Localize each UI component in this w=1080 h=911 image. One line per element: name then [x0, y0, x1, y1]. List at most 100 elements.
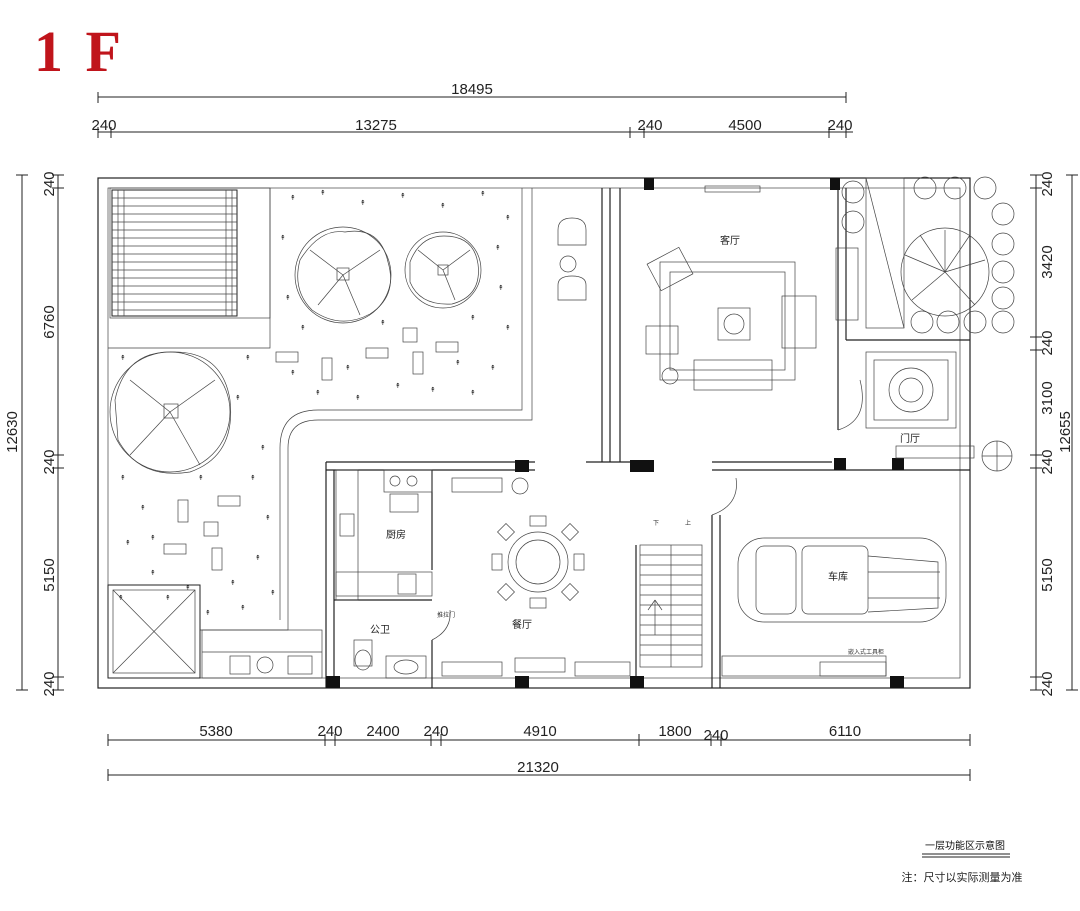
dim-right-seg-5: 240: [1039, 449, 1056, 474]
dim-left-seg-5: 240: [41, 671, 58, 696]
room-label-living: 客厅: [720, 234, 740, 247]
dim-right-seg-4: 3100: [1039, 381, 1056, 414]
right-dimensions: 240 3420 240 3100 240 5150 240 12655: [1030, 171, 1078, 697]
svg-text:↟: ↟: [150, 534, 156, 542]
svg-text:↟: ↟: [285, 294, 291, 302]
label-sliding-door: 推拉门: [437, 611, 455, 619]
dim-top-seg-3: 240: [637, 117, 662, 134]
measurement-note: 注：尺寸以实际测量为准: [902, 870, 1023, 884]
dim-right-seg-7: 240: [1039, 671, 1056, 696]
lounge-chairs: [557, 217, 587, 301]
svg-text:↟: ↟: [470, 389, 476, 397]
tree-icon: [294, 226, 392, 324]
room-label-kitchen: 厨房: [386, 528, 406, 541]
courtyard: ↟↟↟↟ ↟↟↟↟ ↟↟↟↟ ↟↟↟↟ ↟↟↟↟ ↟↟↟↟ ↟↟↟↟ ↟↟↟↟ …: [107, 187, 533, 679]
dim-left-seg-1: 240: [41, 171, 58, 196]
room-label-dining: 餐厅: [512, 618, 532, 631]
tree-icon: [404, 231, 482, 309]
svg-text:↟: ↟: [150, 569, 156, 577]
svg-text:↟: ↟: [245, 354, 251, 362]
dim-left-seg-4: 5150: [41, 558, 58, 591]
dim-left-overall: 12630: [4, 411, 21, 453]
svg-text:↟: ↟: [505, 214, 511, 222]
dim-bottom-seg-8: 6110: [829, 723, 861, 740]
svg-text:↟: ↟: [315, 389, 321, 397]
svg-text:↟: ↟: [355, 394, 361, 402]
svg-text:↟: ↟: [495, 244, 501, 252]
svg-text:↟: ↟: [205, 609, 211, 617]
svg-text:↟: ↟: [505, 324, 511, 332]
svg-text:↟: ↟: [290, 194, 296, 202]
svg-text:↟: ↟: [250, 474, 256, 482]
svg-text:↟: ↟: [480, 190, 486, 198]
svg-text:↟: ↟: [345, 364, 351, 372]
svg-text:↟: ↟: [400, 192, 406, 200]
dim-top-seg-2: 13275: [355, 117, 397, 134]
svg-text:↟: ↟: [120, 354, 126, 362]
public-bathroom: [353, 639, 427, 679]
dim-top-overall: 18495: [451, 81, 493, 98]
dim-bottom-seg-7: 240: [703, 727, 728, 744]
exterior-walls: [97, 177, 971, 689]
svg-text:↟: ↟: [125, 539, 131, 547]
dim-left-seg-3: 240: [41, 449, 58, 474]
dim-bottom-seg-6: 1800: [658, 723, 691, 740]
dim-top-seg-5: 240: [827, 117, 852, 134]
svg-text:↟: ↟: [235, 394, 241, 402]
living-room: [645, 177, 905, 391]
dim-left-seg-2: 6760: [41, 305, 58, 338]
svg-text:↟: ↟: [255, 554, 261, 562]
lawn-grass: ↟↟↟↟ ↟↟↟↟ ↟↟↟↟ ↟↟↟↟ ↟↟↟↟ ↟↟↟↟ ↟↟↟↟ ↟↟↟↟ …: [118, 189, 511, 617]
dim-bottom-seg-1: 5380: [199, 723, 232, 740]
dim-right-seg-6: 5150: [1039, 558, 1056, 591]
dim-bottom-seg-5: 4910: [523, 723, 556, 740]
svg-text:↟: ↟: [230, 579, 236, 587]
svg-text:↟: ↟: [165, 594, 171, 602]
svg-text:↟: ↟: [455, 359, 461, 367]
dim-top-seg-1: 240: [91, 117, 116, 134]
room-label-garage: 车库: [828, 570, 848, 583]
dim-bottom-seg-2: 240: [317, 723, 342, 740]
dim-bottom-seg-4: 240: [423, 723, 448, 740]
svg-text:↟: ↟: [470, 314, 476, 322]
room-label-foyer: 门厅: [900, 432, 920, 445]
structural-columns: [326, 178, 904, 688]
svg-text:↟: ↟: [430, 386, 436, 394]
svg-text:↟: ↟: [260, 444, 266, 452]
dim-right-seg-2: 3420: [1039, 245, 1056, 278]
svg-text:↟: ↟: [198, 474, 204, 482]
dim-bottom-overall: 21320: [517, 759, 559, 776]
tree-icon: [109, 351, 232, 474]
dim-right-seg-3: 240: [1039, 330, 1056, 355]
label-garage-note: 嵌入式工具柜: [848, 648, 884, 656]
svg-text:↟: ↟: [270, 589, 276, 597]
svg-text:↟: ↟: [265, 514, 271, 522]
label-upstairs: 上: [685, 519, 691, 527]
dim-right-seg-1: 240: [1039, 171, 1056, 196]
svg-text:↟: ↟: [395, 382, 401, 390]
svg-text:↟: ↟: [320, 189, 326, 197]
top-dimensions: 18495 240 13275 240 4500 240: [91, 81, 853, 138]
dim-bottom-seg-3: 2400: [366, 723, 399, 740]
svg-text:↟: ↟: [440, 202, 446, 210]
left-dimensions: 12630 240 6760 240 5150 240: [4, 171, 64, 697]
shrubs: [841, 176, 1015, 472]
label-downstairs: 下: [653, 520, 659, 527]
floor-title: 1 F: [34, 19, 125, 84]
foyer: [837, 351, 975, 459]
svg-text:↟: ↟: [300, 324, 306, 332]
svg-text:↟: ↟: [380, 319, 386, 327]
room-label-bathroom: 公卫: [370, 625, 390, 636]
stepping-stones: [163, 327, 459, 571]
bottom-dimensions: 5380 240 2400 240 4910 1800 240 6110 213…: [107, 723, 971, 781]
dining-room: [431, 515, 631, 677]
svg-text:↟: ↟: [185, 584, 191, 592]
plan-caption: 一层功能区示意图: [925, 839, 1005, 852]
pergola-slats: [112, 190, 237, 316]
svg-text:↟: ↟: [240, 604, 246, 612]
garage: [721, 537, 947, 677]
svg-text:↟: ↟: [360, 199, 366, 207]
svg-text:↟: ↟: [490, 364, 496, 372]
svg-text:↟: ↟: [498, 284, 504, 292]
